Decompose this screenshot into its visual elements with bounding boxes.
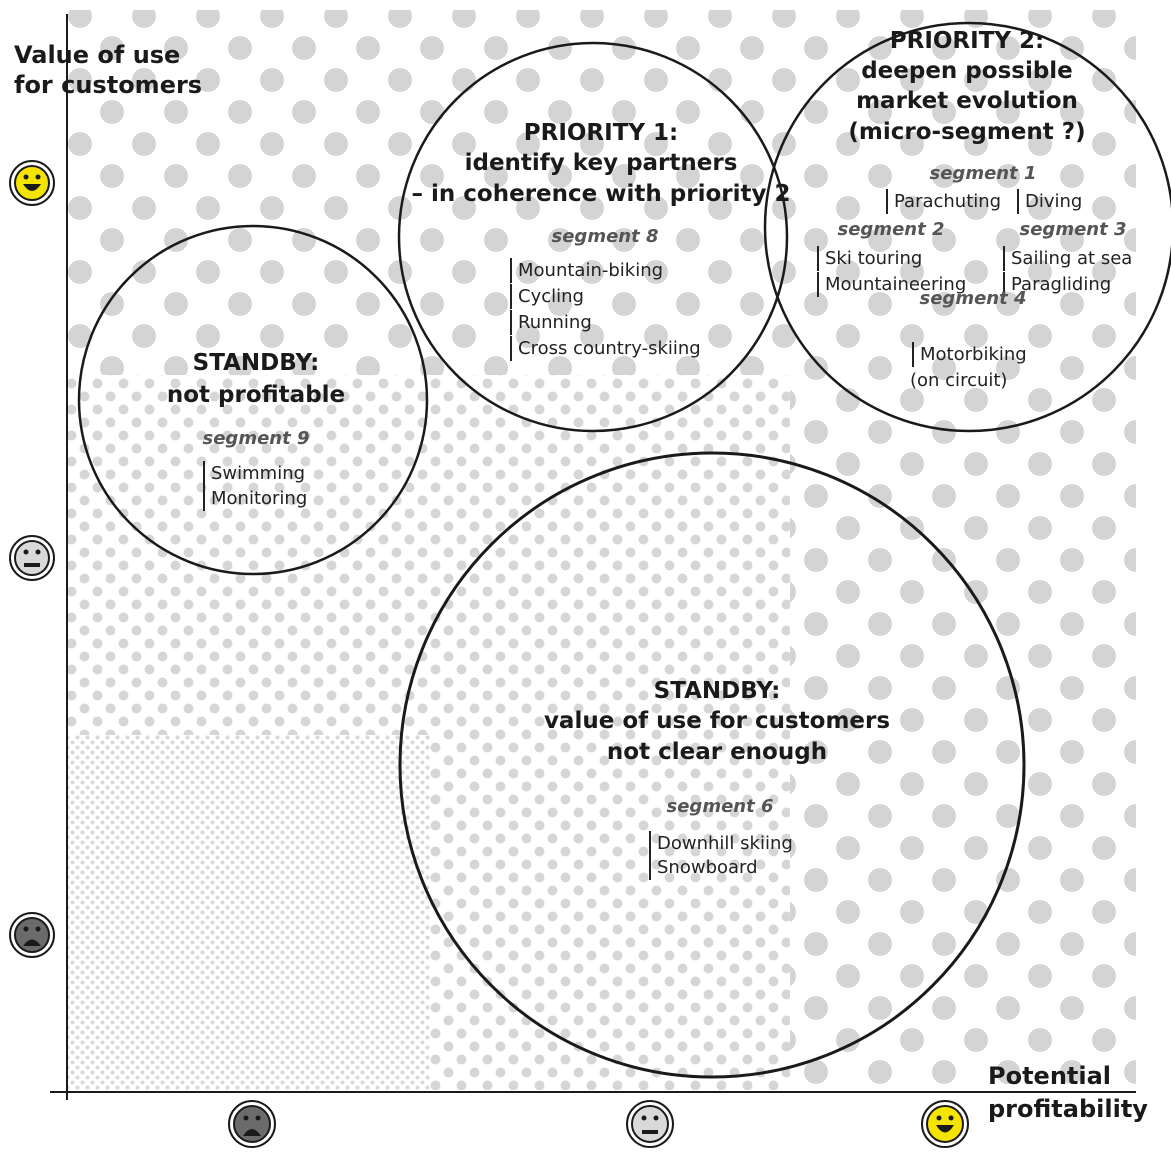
x-axis-title-line2: profitability	[988, 1095, 1148, 1123]
list-item: Paragliding	[1003, 272, 1111, 297]
list-item: Cycling	[510, 284, 584, 309]
standby-value-title-1: STANDBY:	[653, 678, 781, 704]
neutral-face-icon	[626, 1100, 674, 1148]
list-item: Ski touring	[817, 246, 922, 271]
sad-face-icon	[228, 1100, 276, 1148]
list-item: Snowboard	[649, 855, 758, 880]
list-item: Cross country-skiing	[510, 336, 701, 361]
zone-low	[66, 735, 430, 1090]
priority-1-title-1: PRIORITY 1:	[523, 120, 679, 146]
segment-9-label: segment 9	[202, 428, 310, 449]
list-item: Motorbiking	[912, 342, 1027, 367]
priority-2-title-1: PRIORITY 2:	[889, 28, 1045, 54]
segment-8-label: segment 8	[551, 226, 659, 247]
segment-4-label: segment 4	[919, 288, 1027, 309]
standby-value-title-2: value of use for customers	[543, 708, 891, 734]
priority-2-title-2: deepen possible	[861, 58, 1073, 84]
standby-not-profitable-title-1: STANDBY:	[192, 350, 320, 376]
priority-2-title-3: market evolution	[856, 88, 1078, 114]
circle-priority-2	[763, 21, 1171, 433]
standby-not-profitable-title-2: not profitable	[166, 382, 346, 408]
list-item: Downhill skiing	[649, 831, 793, 856]
happy-face-icon	[9, 160, 55, 206]
segment-1-label: segment 1	[929, 163, 1037, 184]
priority-1-title-2: identify key partners	[464, 150, 738, 176]
happy-face-icon	[921, 1100, 969, 1148]
y-axis-title-line2: for customers	[14, 71, 203, 99]
segment-2-label: segment 2	[837, 219, 945, 240]
sad-face-icon	[9, 912, 55, 958]
priority-2-title-4: (micro-segment ?)	[848, 119, 1086, 145]
list-item: Sailing at sea	[1003, 246, 1132, 271]
list-item: Parachuting	[886, 189, 1001, 214]
list-item: Mountain-biking	[510, 258, 663, 283]
circle-priority-1	[397, 41, 789, 433]
segment-3-label: segment 3	[1019, 219, 1127, 240]
y-axis-title-line1: Value of use	[14, 41, 181, 69]
standby-value-title-3: not clear enough	[606, 739, 828, 765]
list-item: Monitoring	[203, 486, 307, 511]
priority-1-title-3: – in coherence with priority 2	[411, 181, 791, 207]
list-item: (on circuit)	[910, 370, 1008, 391]
list-item: Swimming	[203, 461, 305, 486]
list-item: Diving	[1017, 189, 1082, 214]
list-item: Running	[510, 310, 592, 335]
neutral-face-icon	[9, 535, 55, 581]
segment-6-label: segment 6	[666, 796, 774, 817]
x-axis-title-line1: Potential	[988, 1062, 1112, 1090]
circle-standby-not-profitable	[77, 224, 429, 576]
list-item: Mountaineering	[817, 272, 966, 297]
circle-standby-value-unclear	[398, 451, 1026, 1079]
